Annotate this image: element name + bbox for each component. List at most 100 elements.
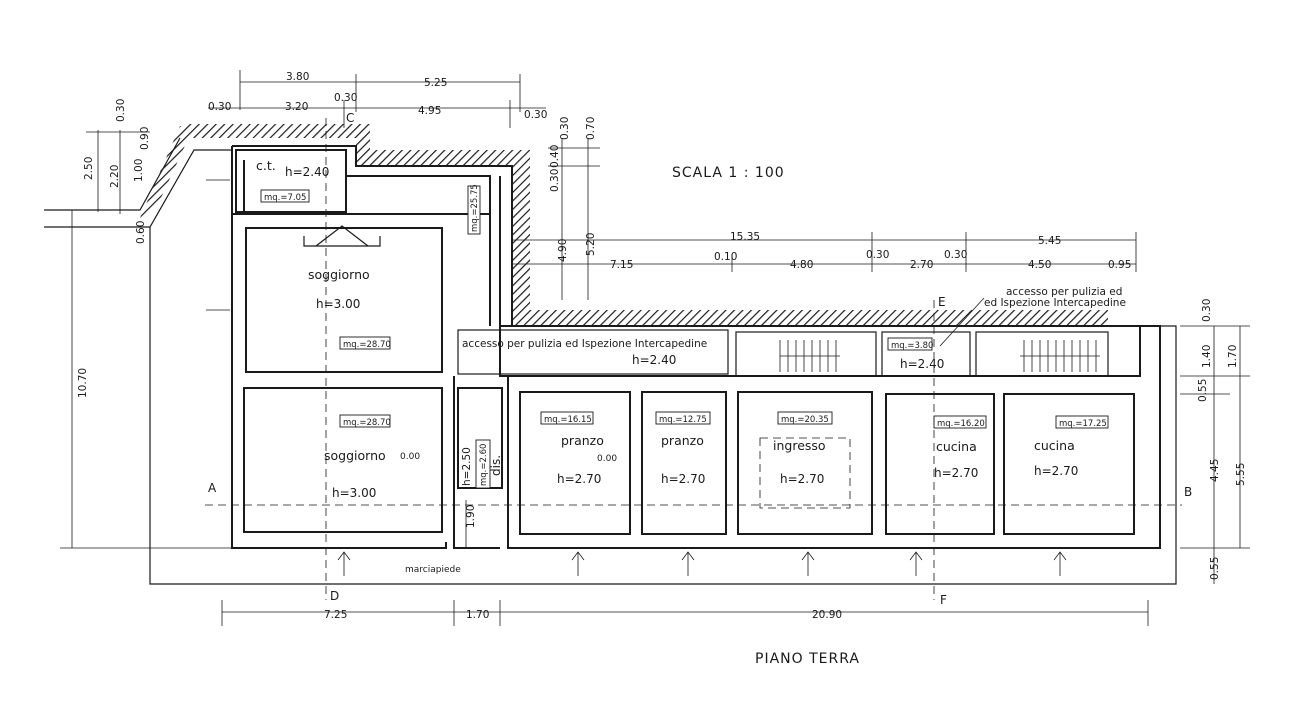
dimensions-right: 0.30 1.40 1.70 0.55 4.45 5.55 0.55 — [1180, 299, 1250, 584]
dim-bottom-170: 1.70 — [466, 609, 489, 621]
annotation-line-2: ed Ispezione Intercapedine — [984, 297, 1126, 309]
dim-row-545: 5.45 — [1038, 235, 1061, 247]
annotation-callout: accesso per pulizia ed ed Ispezione Inte… — [939, 286, 1126, 347]
corridor-height: h=2.40 — [632, 353, 676, 367]
dim-mid-040: 0.40 — [549, 145, 561, 168]
dim-left-100: 1.00 — [133, 159, 145, 182]
room-name: soggiorno — [308, 267, 370, 282]
room-area: mq.=12.75 — [659, 415, 707, 425]
dim-mid-030b: 0.30 — [549, 169, 561, 192]
dimensions-dis: 1.90 — [465, 500, 477, 548]
room-area: mq.=2.60 — [479, 444, 489, 486]
dimensions-row: 15.35 5.45 7.15 0.10 4.80 0.30 2.70 0.30… — [511, 231, 1137, 272]
dim-top-320: 3.20 — [285, 101, 308, 113]
room-height: h=2.50 — [461, 447, 473, 486]
level-mark: 0.00 — [597, 454, 617, 464]
dim-top-380: 3.80 — [286, 71, 309, 83]
room-cucina-2: mq.=17.25 cucina h=2.70 — [1003, 393, 1135, 535]
dim-left-030: 0.30 — [115, 99, 127, 122]
marciapiede-label: marciapiede — [405, 565, 461, 575]
dim-top-030b: 0.30 — [334, 92, 357, 104]
room-area: mq.=3.80 — [891, 341, 933, 351]
room-name: cucina — [936, 439, 977, 454]
room-pranzo-1: mq.=16.15 pranzo h=2.70 0.00 — [519, 391, 631, 535]
dim-left-090: 0.90 — [139, 127, 151, 150]
room-height: h=2.40 — [285, 165, 329, 179]
dim-top-030c: 0.30 — [524, 109, 547, 121]
room-height: h=2.70 — [661, 472, 705, 486]
section-d: D — [330, 589, 339, 603]
annotation-line-1: accesso per pulizia ed — [1006, 286, 1122, 298]
dim-bottom-2090: 20.90 — [812, 609, 842, 621]
dim-row-480: 4.80 — [790, 259, 813, 271]
corridor-area: mq.=25.75 — [470, 184, 480, 232]
level-mark: 0.00 — [400, 452, 420, 462]
scale-label: SCALA 1 : 100 — [672, 165, 785, 181]
dim-right-555: 5.55 — [1235, 463, 1247, 486]
room-ct: c.t. h=2.40 mq.=7.05 — [235, 149, 347, 213]
room-pranzo-2: mq.=12.75 pranzo h=2.70 — [641, 391, 727, 535]
dim-row-1535: 15.35 — [730, 231, 760, 243]
dimensions-left: 0.30 0.90 2.50 2.20 1.00 0.60 10.70 — [60, 99, 232, 549]
room-ingresso: mq.=20.35 ingresso h=2.70 — [737, 391, 873, 535]
outer-boundary — [44, 137, 1177, 585]
room-area: mq.=16.20 — [937, 419, 985, 429]
stair-left — [735, 331, 877, 377]
room-name: ingresso — [773, 438, 826, 453]
room-name: cucina — [1034, 438, 1075, 453]
entrance-arrows — [206, 179, 1067, 576]
room-soggiorno-lower: soggiorno h=3.00 mq.=28.70 0.00 — [243, 387, 443, 533]
building-walls — [231, 145, 1161, 549]
dim-top-495: 4.95 — [418, 105, 441, 117]
dim-mid-030: 0.30 — [559, 117, 571, 140]
dim-top-030a: 0.30 — [208, 101, 231, 113]
dimensions-bottom: 7.25 1.70 20.90 — [221, 600, 1149, 626]
room-height: h=2.70 — [557, 472, 601, 486]
room-area: mq.=28.70 — [343, 340, 391, 350]
room-name: dis. — [489, 455, 503, 476]
dim-right-055a: 0.55 — [1197, 379, 1209, 402]
section-c: C — [346, 111, 354, 125]
room-soggiorno-upper: soggiorno h=3.00 mq.=28.70 — [245, 225, 443, 373]
room-area: mq.=16.15 — [544, 415, 592, 425]
dim-dis-190: 1.90 — [465, 505, 477, 528]
room-area: mq.=20.35 — [781, 415, 829, 425]
section-e: E — [938, 295, 946, 309]
room-height: h=3.00 — [316, 297, 360, 311]
dim-left-1070: 10.70 — [77, 368, 89, 398]
dim-right-055b: 0.55 — [1209, 557, 1221, 580]
dim-left-060: 0.60 — [135, 221, 147, 244]
section-f: F — [940, 593, 947, 607]
room-small: mq.=3.80 h=2.40 — [881, 331, 971, 377]
retaining-wall-hatch — [140, 124, 1108, 326]
dim-right-445: 4.45 — [1209, 459, 1221, 482]
room-name: c.t. — [256, 158, 276, 173]
dim-mid-520: 5.20 — [585, 233, 597, 256]
room-area: mq.=7.05 — [264, 193, 306, 203]
dimensions-middle: 0.30 0.40 0.70 0.30 4.90 5.20 — [548, 117, 600, 300]
section-lines: A B C D E F — [205, 111, 1192, 607]
dim-row-450: 4.50 — [1028, 259, 1051, 271]
room-name: pranzo — [661, 433, 704, 448]
room-height: h=2.70 — [934, 466, 978, 480]
dim-mid-070: 0.70 — [585, 117, 597, 140]
dim-top-525: 5.25 — [424, 77, 447, 89]
dim-row-715: 7.15 — [610, 259, 633, 271]
dim-right-140: 1.40 — [1201, 345, 1213, 368]
dim-mid-490: 4.90 — [557, 239, 569, 262]
dim-bottom-725: 7.25 — [324, 609, 347, 621]
dimensions-top: 3.80 5.25 0.30 3.20 0.30 4.95 0.30 — [208, 70, 547, 128]
room-height: h=2.70 — [1034, 464, 1078, 478]
room-cucina-1: mq.=16.20 cucina h=2.70 — [885, 393, 995, 535]
room-name: soggiorno — [324, 448, 386, 463]
section-b: B — [1184, 485, 1192, 499]
dim-right-170: 1.70 — [1227, 345, 1239, 368]
corridor-label: accesso per pulizia ed Ispezione Interca… — [462, 338, 707, 350]
room-area: mq.=17.25 — [1059, 419, 1107, 429]
section-a: A — [208, 481, 217, 495]
dim-row-095: 0.95 — [1108, 259, 1131, 271]
room-height: h=2.40 — [900, 357, 944, 371]
dim-row-010: 0.10 — [714, 251, 737, 263]
room-name: pranzo — [561, 433, 604, 448]
floor-label: PIANO TERRA — [755, 651, 860, 667]
